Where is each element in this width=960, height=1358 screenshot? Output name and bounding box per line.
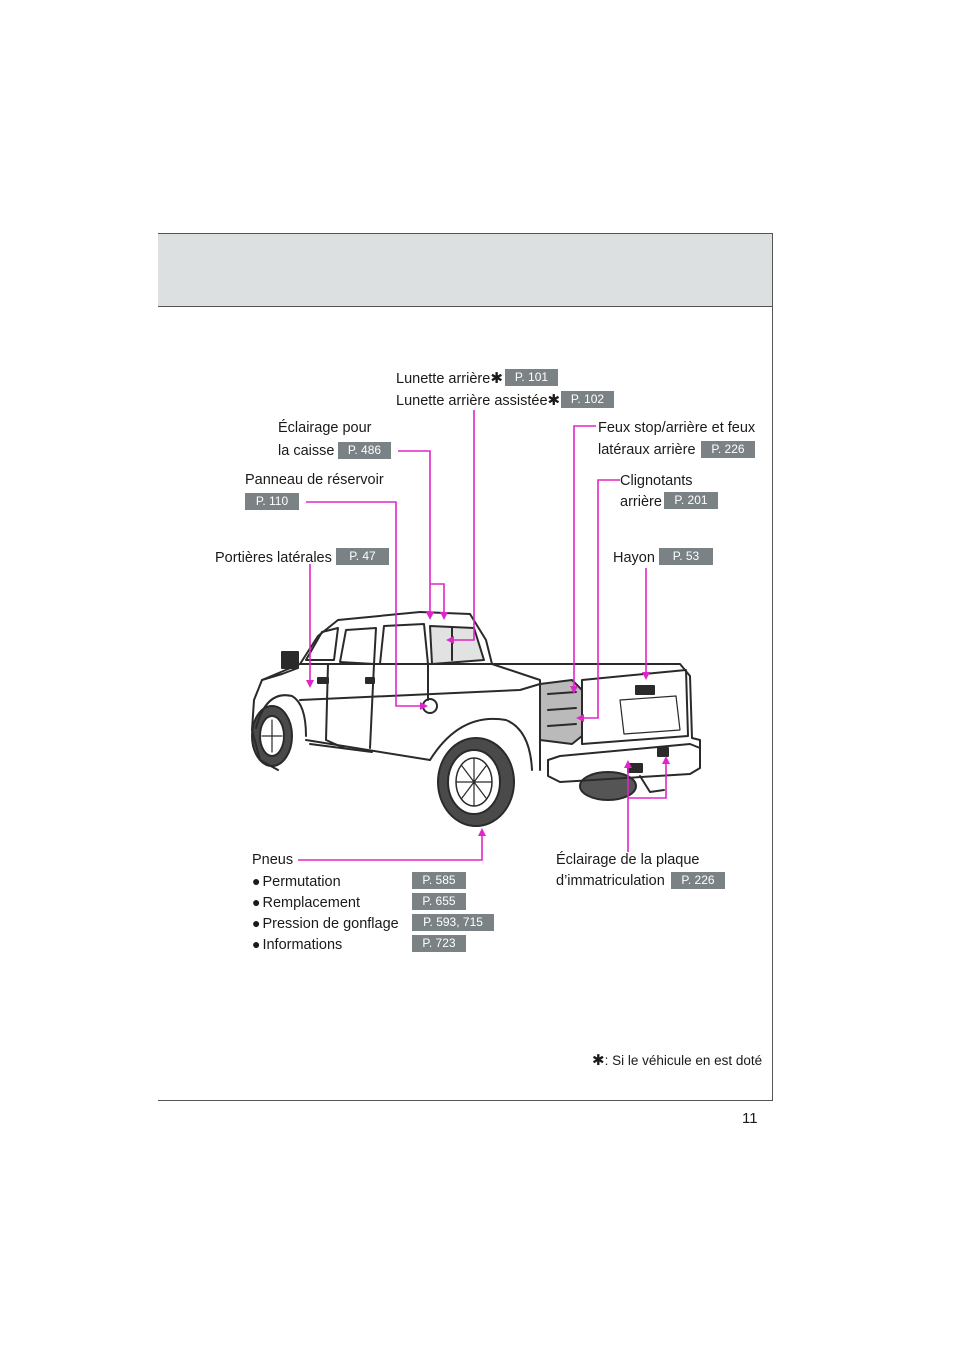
bullet-icon: ●	[252, 936, 261, 952]
badge-plaque-page[interactable]: P. 226	[671, 872, 725, 889]
label-clignotants-line1: Clignotants	[620, 473, 693, 489]
page-number: 11	[742, 1110, 758, 1127]
label-feux-stop-line2: latéraux arrière	[598, 442, 696, 458]
label-eclairage-caisse-line1: Éclairage pour	[278, 420, 372, 436]
footnote-star-icon: ✱	[490, 370, 503, 387]
header-band	[158, 233, 772, 307]
label-hayon: Hayon	[613, 550, 655, 566]
label-pneus: Pneus	[252, 852, 294, 868]
label-lunette: Lunette arrière✱	[396, 370, 503, 387]
badge-portieres-page[interactable]: P. 47	[336, 548, 389, 565]
leader-lines	[298, 410, 667, 861]
label-clignotants-line2: arrière	[620, 494, 662, 510]
label-portieres: Portières latérales	[215, 550, 332, 566]
label-eclairage-caisse-line2: la caisse	[278, 443, 335, 459]
label-plaque-line2: d’immatriculation	[556, 873, 665, 889]
bullet-icon: ●	[252, 894, 261, 910]
frame-bottom-rule	[158, 1100, 773, 1101]
label-plaque-line1: Éclairage de la plaque	[556, 852, 700, 868]
label-lunette-assistee: Lunette arrière assistée✱	[396, 392, 561, 409]
badge-pression-page[interactable]: P. 593, 715	[412, 914, 494, 931]
label-feux-stop-line1: Feux stop/arrière et feux	[598, 420, 756, 436]
frame-right-rule	[772, 233, 773, 1101]
badge-lunette-page[interactable]: P. 101	[505, 369, 558, 386]
footnote: ✱: Si le véhicule en est doté	[592, 1052, 763, 1069]
badge-informations-page[interactable]: P. 723	[412, 935, 466, 952]
badge-eclairage-caisse-page[interactable]: P. 486	[338, 442, 391, 459]
footnote-star-icon: ✱	[547, 392, 561, 409]
label-panneau-reservoir: Panneau de réservoir	[245, 472, 384, 488]
badge-permutation-page[interactable]: P. 585	[412, 872, 466, 889]
badge-remplacement-page[interactable]: P. 655	[412, 893, 466, 910]
pneus-item-remplacement: ●Remplacement	[252, 894, 360, 911]
badge-panneau-reservoir-page[interactable]: P. 110	[245, 493, 299, 510]
footnote-star-icon: ✱	[592, 1052, 605, 1069]
badge-lunette-assistee-page[interactable]: P. 102	[561, 391, 614, 408]
bullet-icon: ●	[252, 873, 261, 889]
pneus-item-permutation: ●Permutation	[252, 873, 341, 890]
leader-arrowheads	[306, 612, 670, 836]
bullet-icon: ●	[252, 915, 261, 931]
truck-drawing	[251, 611, 701, 827]
pneus-item-pression: ●Pression de gonflage	[252, 915, 399, 932]
badge-hayon-page[interactable]: P. 53	[659, 548, 713, 565]
badge-feux-stop-page[interactable]: P. 226	[701, 441, 755, 458]
badge-clignotants-page[interactable]: P. 201	[664, 492, 718, 509]
pneus-item-informations: ●Informations	[252, 936, 343, 953]
